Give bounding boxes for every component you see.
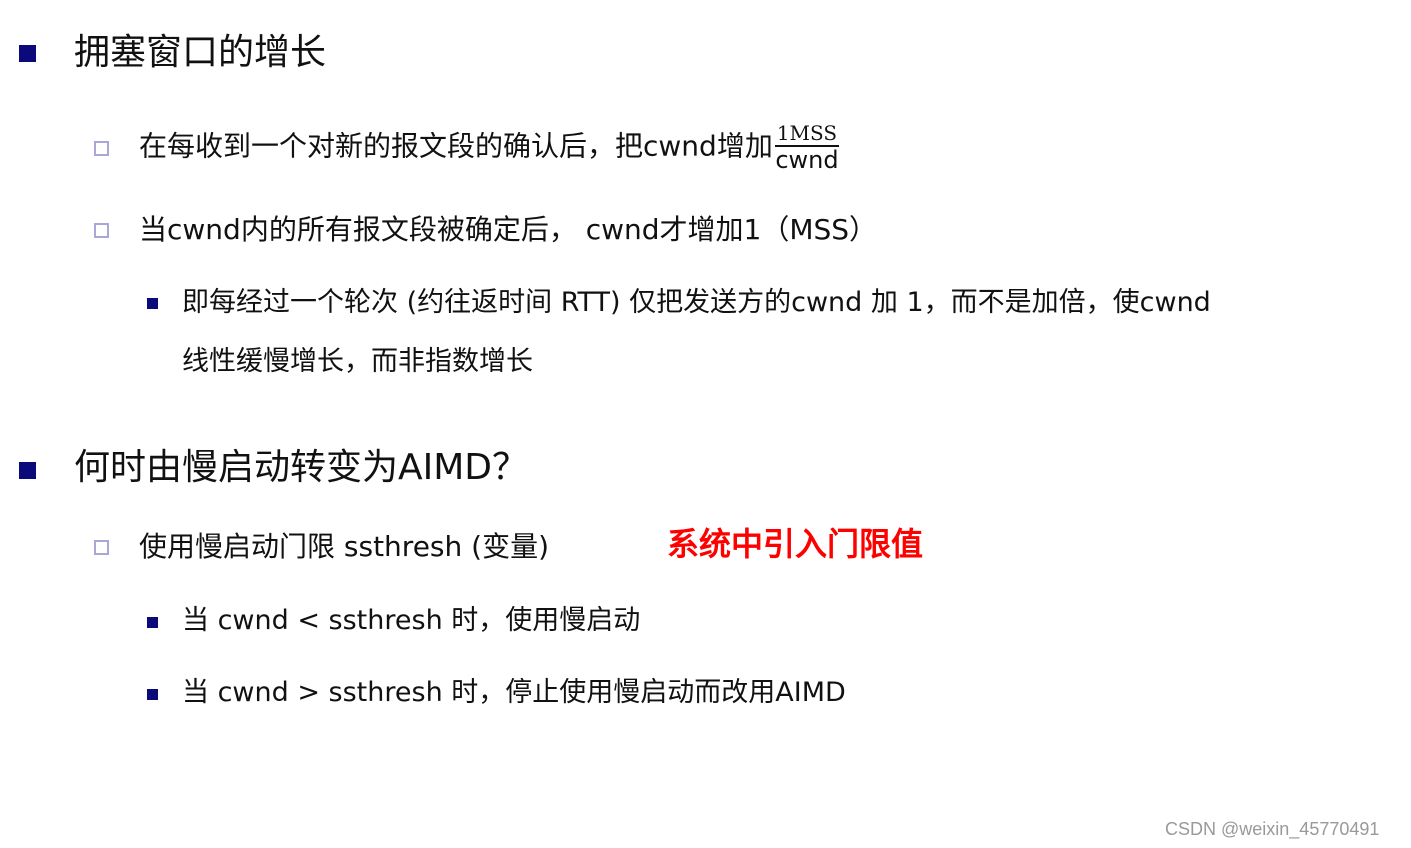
subitem-per-rtt-line1: 即每经过一个轮次 (约往返时间 RTT) 仅把发送方的cwnd 加 1，而不是加… [182,287,1211,318]
subitem-per-rtt-line2: 线性缓慢增长，而非指数增长 [182,346,533,377]
fraction-numerator: 1MSS [774,121,840,147]
watermark: CSDN @weixin_45770491 [1165,819,1380,839]
hollow-square-bullet-icon [94,141,109,156]
section-heading-slow-start-to-aimd: 何时由慢启动转变为AIMD？ [74,447,529,488]
annotation-threshold-note: 系统中引入门限值 [667,525,924,563]
hollow-square-bullet-icon [94,540,109,555]
section-bullet-icon [19,45,36,62]
item-ssthresh: 使用慢启动门限 ssthresh (变量) [139,530,550,563]
subitem-below-ssthresh: 当 cwnd < ssthresh 时，使用慢启动 [182,605,641,636]
small-square-bullet-icon [147,617,158,628]
fraction-denominator: cwnd [775,146,839,174]
item-text: 在每收到一个对新的报文段的确认后，把cwnd增加 [139,129,773,163]
section-heading-congestion-window-growth: 拥塞窗口的增长 [74,32,327,73]
small-square-bullet-icon [147,298,158,309]
subitem-above-ssthresh: 当 cwnd > ssthresh 时，停止使用慢启动而改用AIMD [182,677,846,708]
section-bullet-icon [19,462,36,479]
small-square-bullet-icon [147,689,158,700]
item-cwnd-increase-one-mss: 当cwnd内的所有报文段被确定后， cwnd才增加1（MSS） [139,213,878,246]
hollow-square-bullet-icon [94,223,109,238]
